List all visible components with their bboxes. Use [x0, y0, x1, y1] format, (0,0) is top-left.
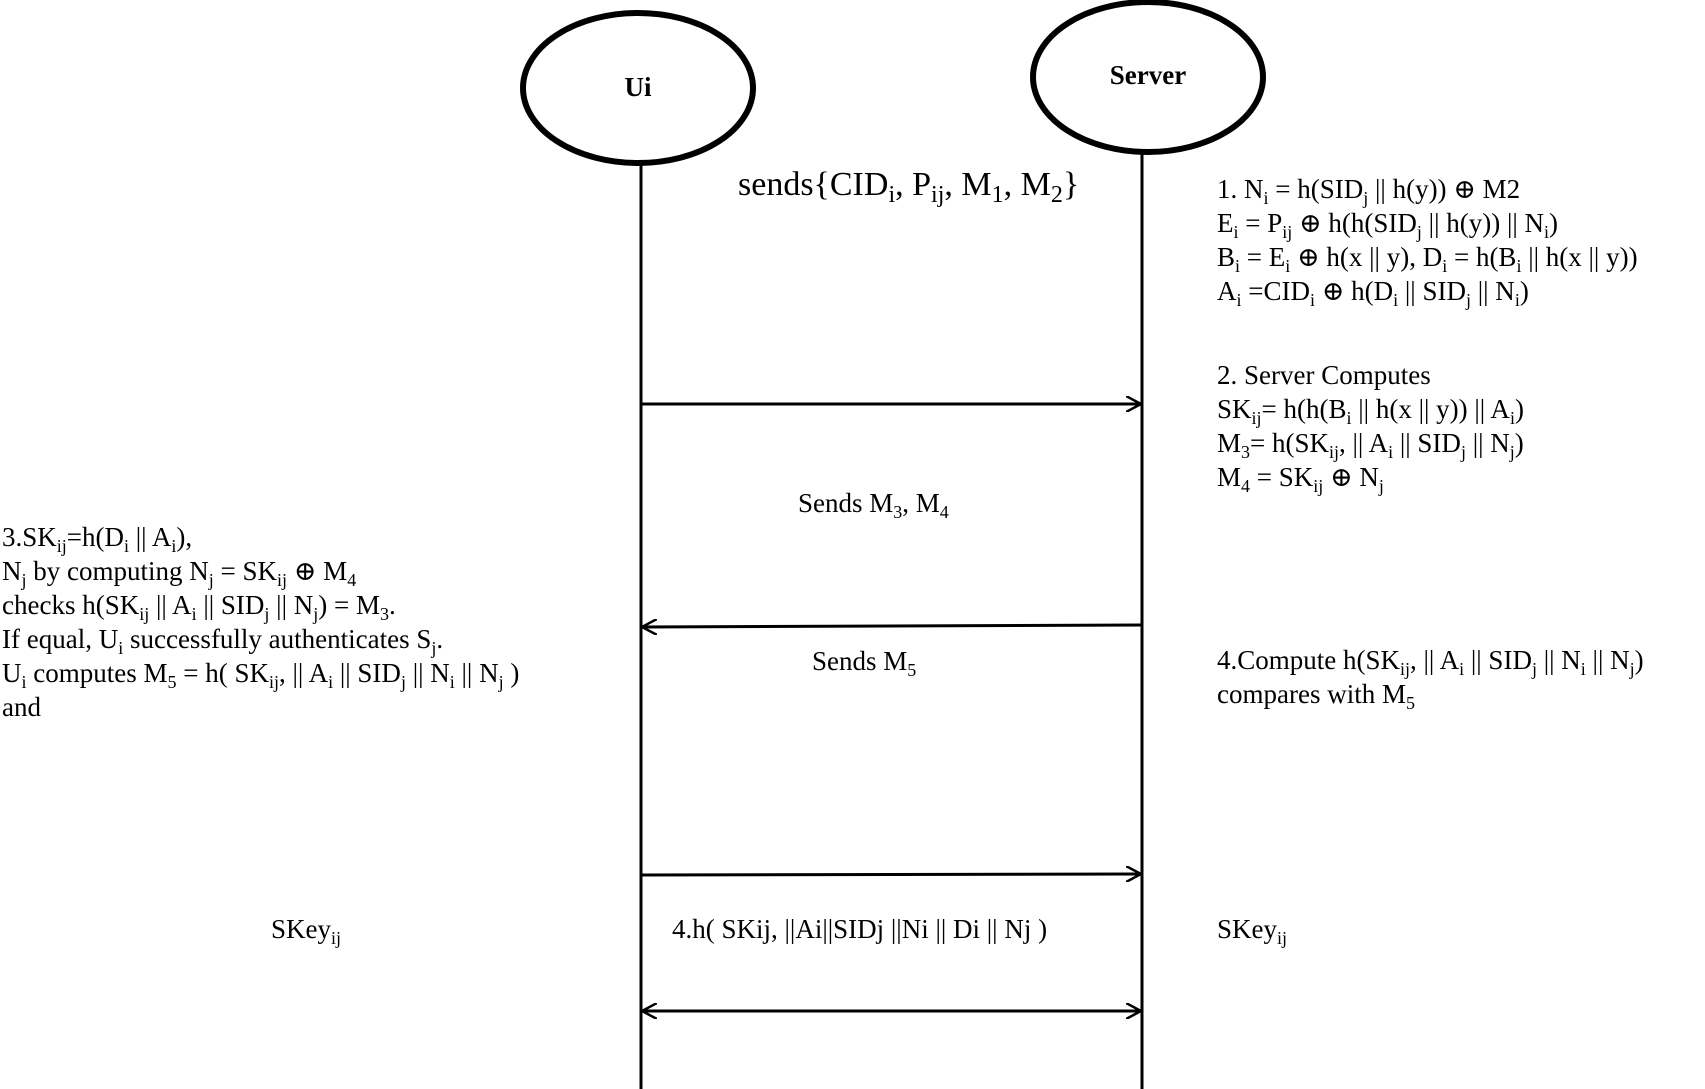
formula-line: Ui computes M5 = h( SKij, || Ai || SIDj …: [2, 658, 520, 692]
subscript: j: [1531, 659, 1537, 679]
subscript: ij: [1400, 659, 1411, 679]
message-m1-label: sends{CIDi, Pij, M1, M2}: [738, 166, 1080, 208]
subscript: 1: [991, 182, 1004, 208]
subscript: i: [1459, 659, 1465, 679]
subscript: i: [1516, 256, 1522, 276]
subscript: j: [1416, 222, 1422, 242]
subscript: j: [1465, 290, 1471, 310]
subscript: 5: [167, 672, 177, 692]
subscript: j: [208, 570, 214, 590]
formula-line: Ei = Pij ⊕ h(h(SIDj || h(y)) || Ni): [1217, 208, 1559, 242]
formula-line: M3= h(SKij, || Ai || SIDj || Nj): [1217, 428, 1524, 462]
formula-line: and: [2, 692, 41, 722]
subscript: 5: [1405, 693, 1415, 713]
subscript: i: [888, 182, 896, 208]
subscript: i: [118, 638, 124, 658]
formula-line: 3.SKij=h(Di || Ai),: [2, 522, 193, 556]
user-step3-block: 3.SKij=h(Di || Ai),Nj by computing Nj = …: [2, 520, 519, 724]
formula-line: If equal, Ui successfully authenticates …: [2, 624, 444, 658]
session-key-server: SKeyij: [1217, 914, 1288, 948]
subscript: j: [400, 672, 406, 692]
subscript: j: [313, 604, 319, 624]
user-actor-label: Ui: [624, 72, 652, 102]
server-actor-label: Server: [1109, 60, 1187, 90]
subscript: ij: [277, 570, 288, 590]
subscript: ij: [1313, 476, 1324, 496]
subscript: i: [1346, 408, 1352, 428]
subscript: j: [431, 638, 437, 658]
subscript: i: [1514, 290, 1520, 310]
subscript: 5: [907, 660, 917, 680]
message-m4-label: 4.h( SKij, ||Ai||SIDj ||Ni || Di || Nj ): [672, 914, 1048, 944]
subscript: 4: [1241, 476, 1251, 496]
subscript: i: [124, 536, 130, 556]
formula-line: Bi = Ei ⊕ h(x || y), Di = h(Bi || h(x ||…: [1217, 242, 1638, 276]
subscript: i: [1310, 290, 1316, 310]
arrow-m3: [640, 874, 1140, 875]
subscript: j: [1378, 476, 1384, 496]
subscript: i: [1236, 290, 1242, 310]
subscript: i: [1285, 256, 1291, 276]
subscript: i: [1388, 442, 1394, 462]
subscript: ij: [1277, 928, 1288, 948]
subscript: i: [1442, 256, 1448, 276]
subscript: i: [1263, 188, 1269, 208]
formula-line: Ai =CIDi ⊕ h(Di || SIDj || Ni): [1217, 276, 1529, 310]
subscript: j: [1509, 442, 1515, 462]
subscript: 4: [347, 570, 357, 590]
arrow-m2: [643, 625, 1143, 627]
subscript: i: [171, 536, 177, 556]
subscript: i: [191, 604, 197, 624]
session-key-user: SKeyij: [271, 914, 342, 948]
server-step4-block: 4.Compute h(SKij, || Ai || SIDj || Ni ||…: [1217, 643, 1644, 713]
subscript: ij: [56, 536, 67, 556]
formula-line: checks h(SKij || Ai || SIDj || Nj) = M3.: [2, 590, 396, 624]
subscript: i: [1509, 408, 1515, 428]
subscript: ij: [931, 182, 945, 208]
subscript: j: [1629, 659, 1635, 679]
subscript: 3: [379, 604, 389, 624]
subscript: j: [21, 570, 27, 590]
formula-line: 2. Server Computes: [1217, 360, 1431, 390]
subscript: i: [1393, 290, 1399, 310]
formula-line: Nj by computing Nj = SKij ⊕ M4: [2, 556, 357, 590]
subscript: i: [1233, 222, 1239, 242]
subscript: i: [21, 672, 27, 692]
subscript: ij: [139, 604, 150, 624]
subscript: ij: [269, 672, 280, 692]
server-actor-ellipse: [1030, 0, 1266, 155]
message-m3-label: Sends M5: [812, 646, 917, 680]
subscript: ij: [1282, 222, 1293, 242]
subscript: i: [1544, 222, 1550, 242]
subscript: i: [328, 672, 334, 692]
subscript: i: [1580, 659, 1586, 679]
subscript: 4: [939, 502, 949, 522]
formula-line: 1. Ni = h(SIDj || h(y)) ⊕ M2: [1217, 174, 1521, 208]
subscript: j: [1363, 188, 1369, 208]
formula-line: 4.Compute h(SKij, || Ai || SIDj || Ni ||…: [1217, 645, 1644, 679]
subscript: 3: [1241, 442, 1251, 462]
message-m2-label: Sends M3, M4: [798, 488, 949, 522]
subscript: i: [1235, 256, 1241, 276]
formula-line: SKij= h(h(Bi || h(x || y)) || Ai): [1217, 394, 1524, 428]
subscript: ij: [331, 928, 342, 948]
subscript: 2: [1050, 182, 1063, 208]
subscript: 3: [893, 502, 903, 522]
subscript: j: [1460, 442, 1466, 462]
subscript: ij: [1329, 442, 1340, 462]
subscript: j: [264, 604, 270, 624]
formula-line: M4 = SKij ⊕ Nj: [1217, 462, 1384, 496]
subscript: ij: [1251, 408, 1262, 428]
formula-line: compares with M5: [1217, 679, 1415, 713]
user-actor-ellipse: [520, 10, 756, 166]
subscript: j: [498, 672, 504, 692]
subscript: i: [449, 672, 455, 692]
